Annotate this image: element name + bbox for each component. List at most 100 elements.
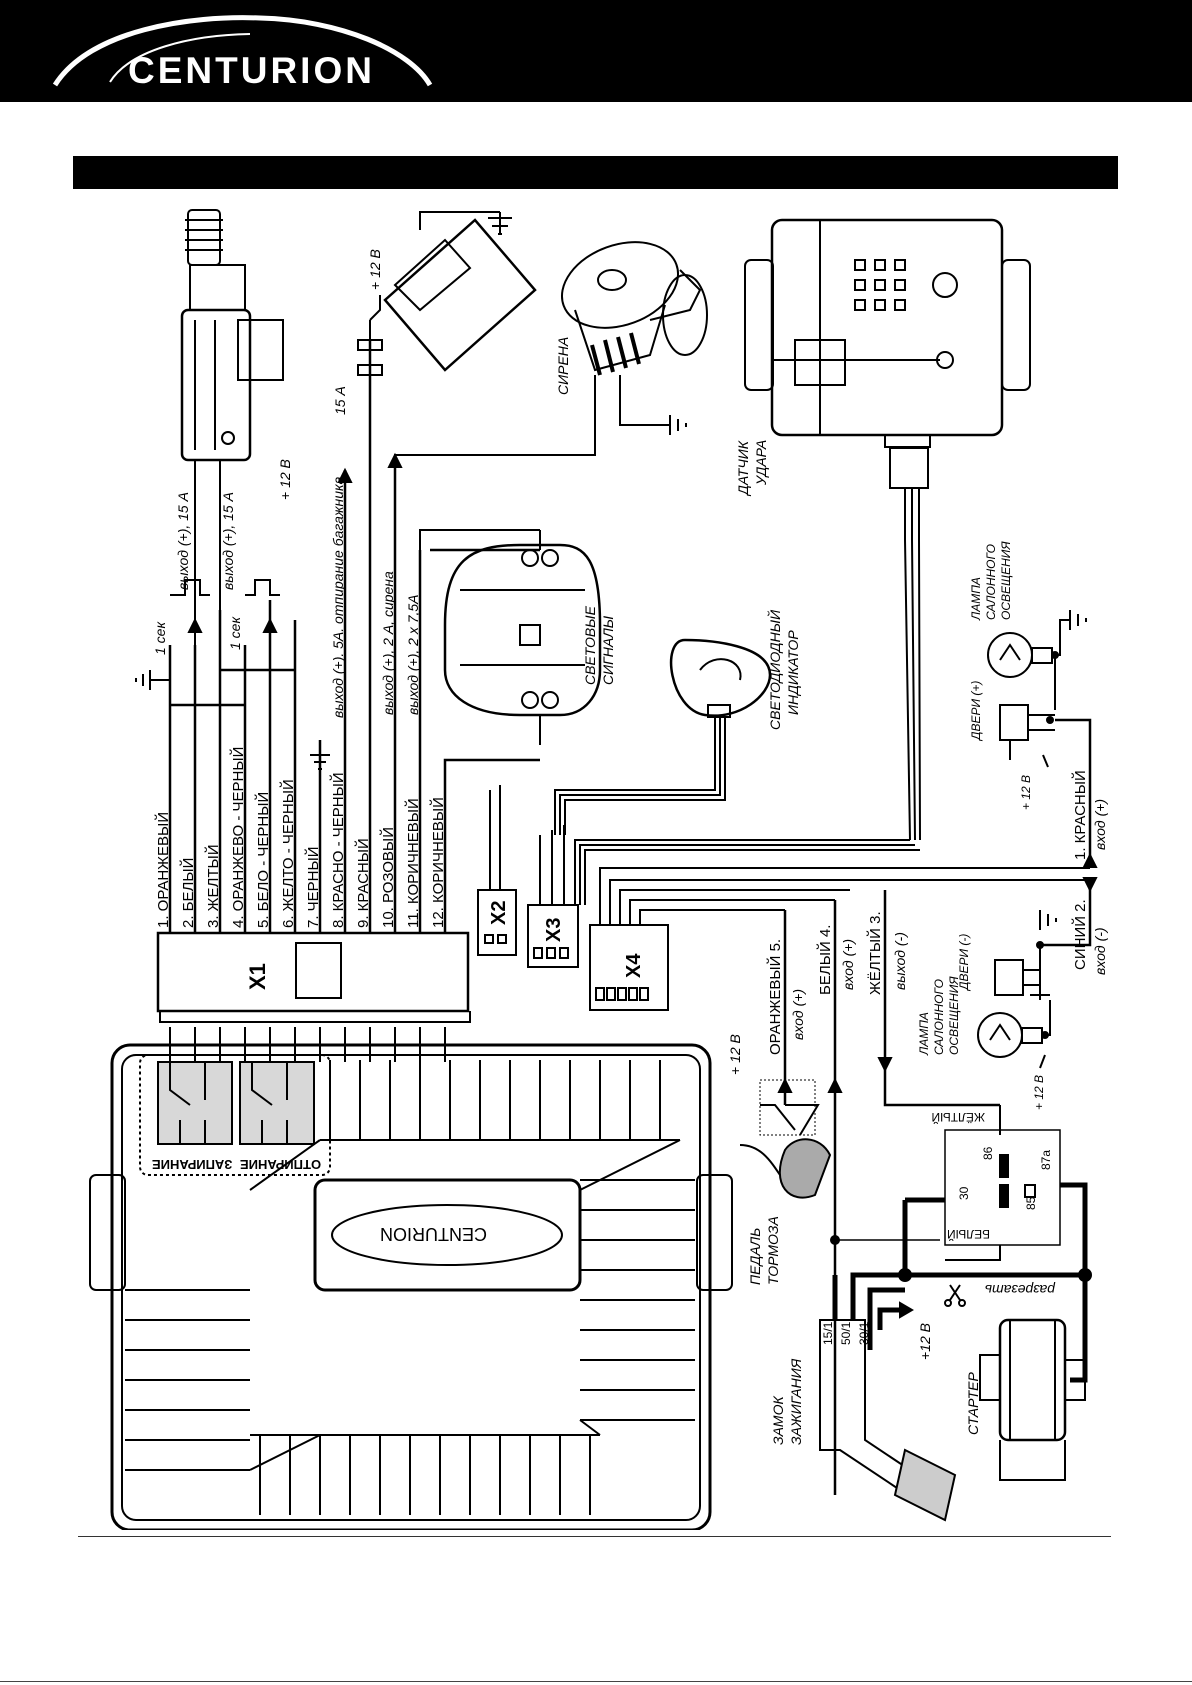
led-indicator <box>554 638 772 835</box>
fuse <box>357 320 383 390</box>
starter-motor <box>979 1318 1086 1481</box>
x2-label: X2 <box>488 901 510 925</box>
lamp-mid-label-1: ЛАМПА <box>917 1012 931 1056</box>
relay-box <box>885 1104 1061 1246</box>
centurion-logo <box>52 15 433 87</box>
ground-wire7 <box>310 740 330 770</box>
door-lock-actuator <box>180 209 284 645</box>
lights-output-label: выход (+), 2 х 7,5А <box>405 594 421 715</box>
wire-label-4: 4. ОРАНЖЕВО - ЧЕРНЫЙ <box>229 747 247 928</box>
door-switch-minus <box>994 910 1057 996</box>
siren-output-label: выход (+), 2 А, сирена <box>380 571 396 715</box>
ign-pin-30: 30/1 <box>857 1321 871 1345</box>
lights-label-1: СВЕТОВЫЕ <box>582 605 598 685</box>
x4-w5-dir: вход (+) <box>790 989 806 1040</box>
siren-label: СИРЕНА <box>555 337 571 395</box>
wire-label-6: 6. ЖЕЛТО - ЧЕРНЫЙ <box>279 779 297 928</box>
cut-label: разрезать <box>985 1282 1056 1298</box>
relay-white-label: БЕЛЫЙ <box>947 1227 990 1242</box>
pulse-2 <box>245 579 280 596</box>
cut-mark <box>915 1272 1005 1307</box>
x4-w3-dir: выход (-) <box>892 932 908 990</box>
sensor-buttons <box>854 259 906 311</box>
x4-label: X4 <box>623 953 645 978</box>
wire-label-7: 7. ЧЕРНЫЙ <box>304 846 322 928</box>
x4-w5-name: ОРАНЖЕВЫЙ 5. <box>766 939 784 1055</box>
lamp-mid <box>977 985 1051 1069</box>
x4-w4-dir: вход (+) <box>840 939 856 990</box>
ign-label-1: ЗАМОК <box>770 1396 786 1445</box>
x4-w2-name: СИНИЙ 2. <box>1071 899 1089 970</box>
relay-pin-86: 86 <box>981 1146 995 1160</box>
relay-block-outline <box>139 1054 331 1176</box>
output-2-label: выход (+), 15 А <box>220 492 236 590</box>
fuse-label: 15 А <box>332 386 348 415</box>
output-1-label: выход (+), 15 А <box>175 492 191 590</box>
x3-connector <box>527 825 579 968</box>
relay-lock-label: ЗАПИРАНИЕ <box>152 1157 233 1172</box>
shock-label-2: УДАРА <box>753 440 769 486</box>
x4-wire-blue <box>1040 880 1092 947</box>
brake-pedal <box>739 1079 832 1199</box>
wire-label-8: 8. КРАСНО - ЧЕРНЫЙ <box>329 772 347 928</box>
wire-label-11: 11. КОРИЧНЕВЫЙ <box>404 798 422 928</box>
x3-label: X3 <box>543 918 565 942</box>
shock-sensor <box>574 218 1031 905</box>
main-unit <box>89 1027 733 1530</box>
lamp-top-label-1: ЛАМПА <box>969 577 983 621</box>
unit-tab-right <box>696 1174 733 1291</box>
x4-connector <box>589 867 1090 1011</box>
lamp-top-label-3: ОСВЕЩЕНИЯ <box>999 541 1013 620</box>
brake-label-1: ПЕДАЛЬ <box>747 1228 763 1285</box>
x2-connector <box>477 785 517 956</box>
wire-label-5: 5. БЕЛО - ЧЕРНЫЙ <box>254 792 272 928</box>
doors-plus-label: ДВЕРИ (+) <box>969 681 983 742</box>
lights-label-2: СИГНАЛЫ <box>600 615 616 685</box>
unit-fins-right <box>579 1139 695 1436</box>
x1-label: X1 <box>245 963 270 990</box>
led-label-1: СВЕТОДИОДНЫЙ <box>766 609 783 730</box>
brake-label-2: ТОРМОЗА <box>765 1216 781 1285</box>
plus12-lamp2-label: + 12 В <box>1032 1075 1046 1110</box>
wire-label-12: 12. КОРИЧНЕВЫЙ <box>429 797 447 928</box>
unit-fins-left <box>125 1139 321 1471</box>
pulse-1 <box>170 579 210 596</box>
x4-w1-name: 1. КРАСНЫЙ <box>1071 770 1089 860</box>
brand-name: CENTURION <box>128 50 375 91</box>
x4-w2-dir: вход (-) <box>1092 927 1108 975</box>
shock-label-1: ДАТЧИК <box>735 440 751 497</box>
wire-label-9: 9. КРАСНЫЙ <box>354 838 372 928</box>
title-bar <box>73 156 1118 189</box>
unit-badge <box>313 1178 582 1292</box>
ignition-switch <box>819 1272 957 1522</box>
x4-w3-name: ЖЁЛТЫЙ 3. <box>866 911 884 995</box>
wire-label-3: 3. ЖЕЛТЫЙ <box>204 844 222 928</box>
starter-label: СТАРТЕР <box>965 1371 981 1435</box>
footer-divider <box>78 1536 1111 1537</box>
plus12-doors-label: + 12 В <box>1019 775 1033 810</box>
relay-pin-87a: 87а <box>1039 1150 1053 1170</box>
ign-pin-15: 15/1 <box>821 1321 835 1345</box>
relay-unlock-label: ОТПИРАНИЕ <box>240 1157 321 1172</box>
door-switch-plus <box>999 655 1056 768</box>
pulse-2-label: 1 сек <box>227 616 243 650</box>
siren <box>394 241 708 460</box>
lamp-mid-label-2: САЛОННОГО <box>932 979 946 1055</box>
wire-label-2: 2. БЕЛЫЙ <box>179 858 197 928</box>
x4-w1-dir: вход (+) <box>1092 799 1108 850</box>
ign-label-2: ЗАЖИГАНИЯ <box>788 1358 804 1445</box>
bottom-divider <box>0 1681 1192 1682</box>
unit-tab-left <box>89 1174 126 1291</box>
x1-connector <box>156 931 471 1023</box>
trunk-output-label: выход (+). 5А. отпирание багажника <box>330 476 346 718</box>
led-label-2: ИНДИКАТОР <box>785 630 801 715</box>
x4-w4-name: БЕЛЫЙ 4. <box>816 925 834 995</box>
battery-plus-label: + 12 В <box>367 249 383 290</box>
plus12-label-a: + 12 В <box>277 459 293 500</box>
battery <box>369 211 537 372</box>
relay-pin-30: 30 <box>957 1186 971 1200</box>
ign-pin-50: 50/1 <box>839 1321 853 1345</box>
doors-minus-label: ДВЕРИ (-) <box>957 934 971 992</box>
unit-brand-label: CENTURION <box>380 1224 487 1244</box>
car-top-view <box>419 529 602 745</box>
